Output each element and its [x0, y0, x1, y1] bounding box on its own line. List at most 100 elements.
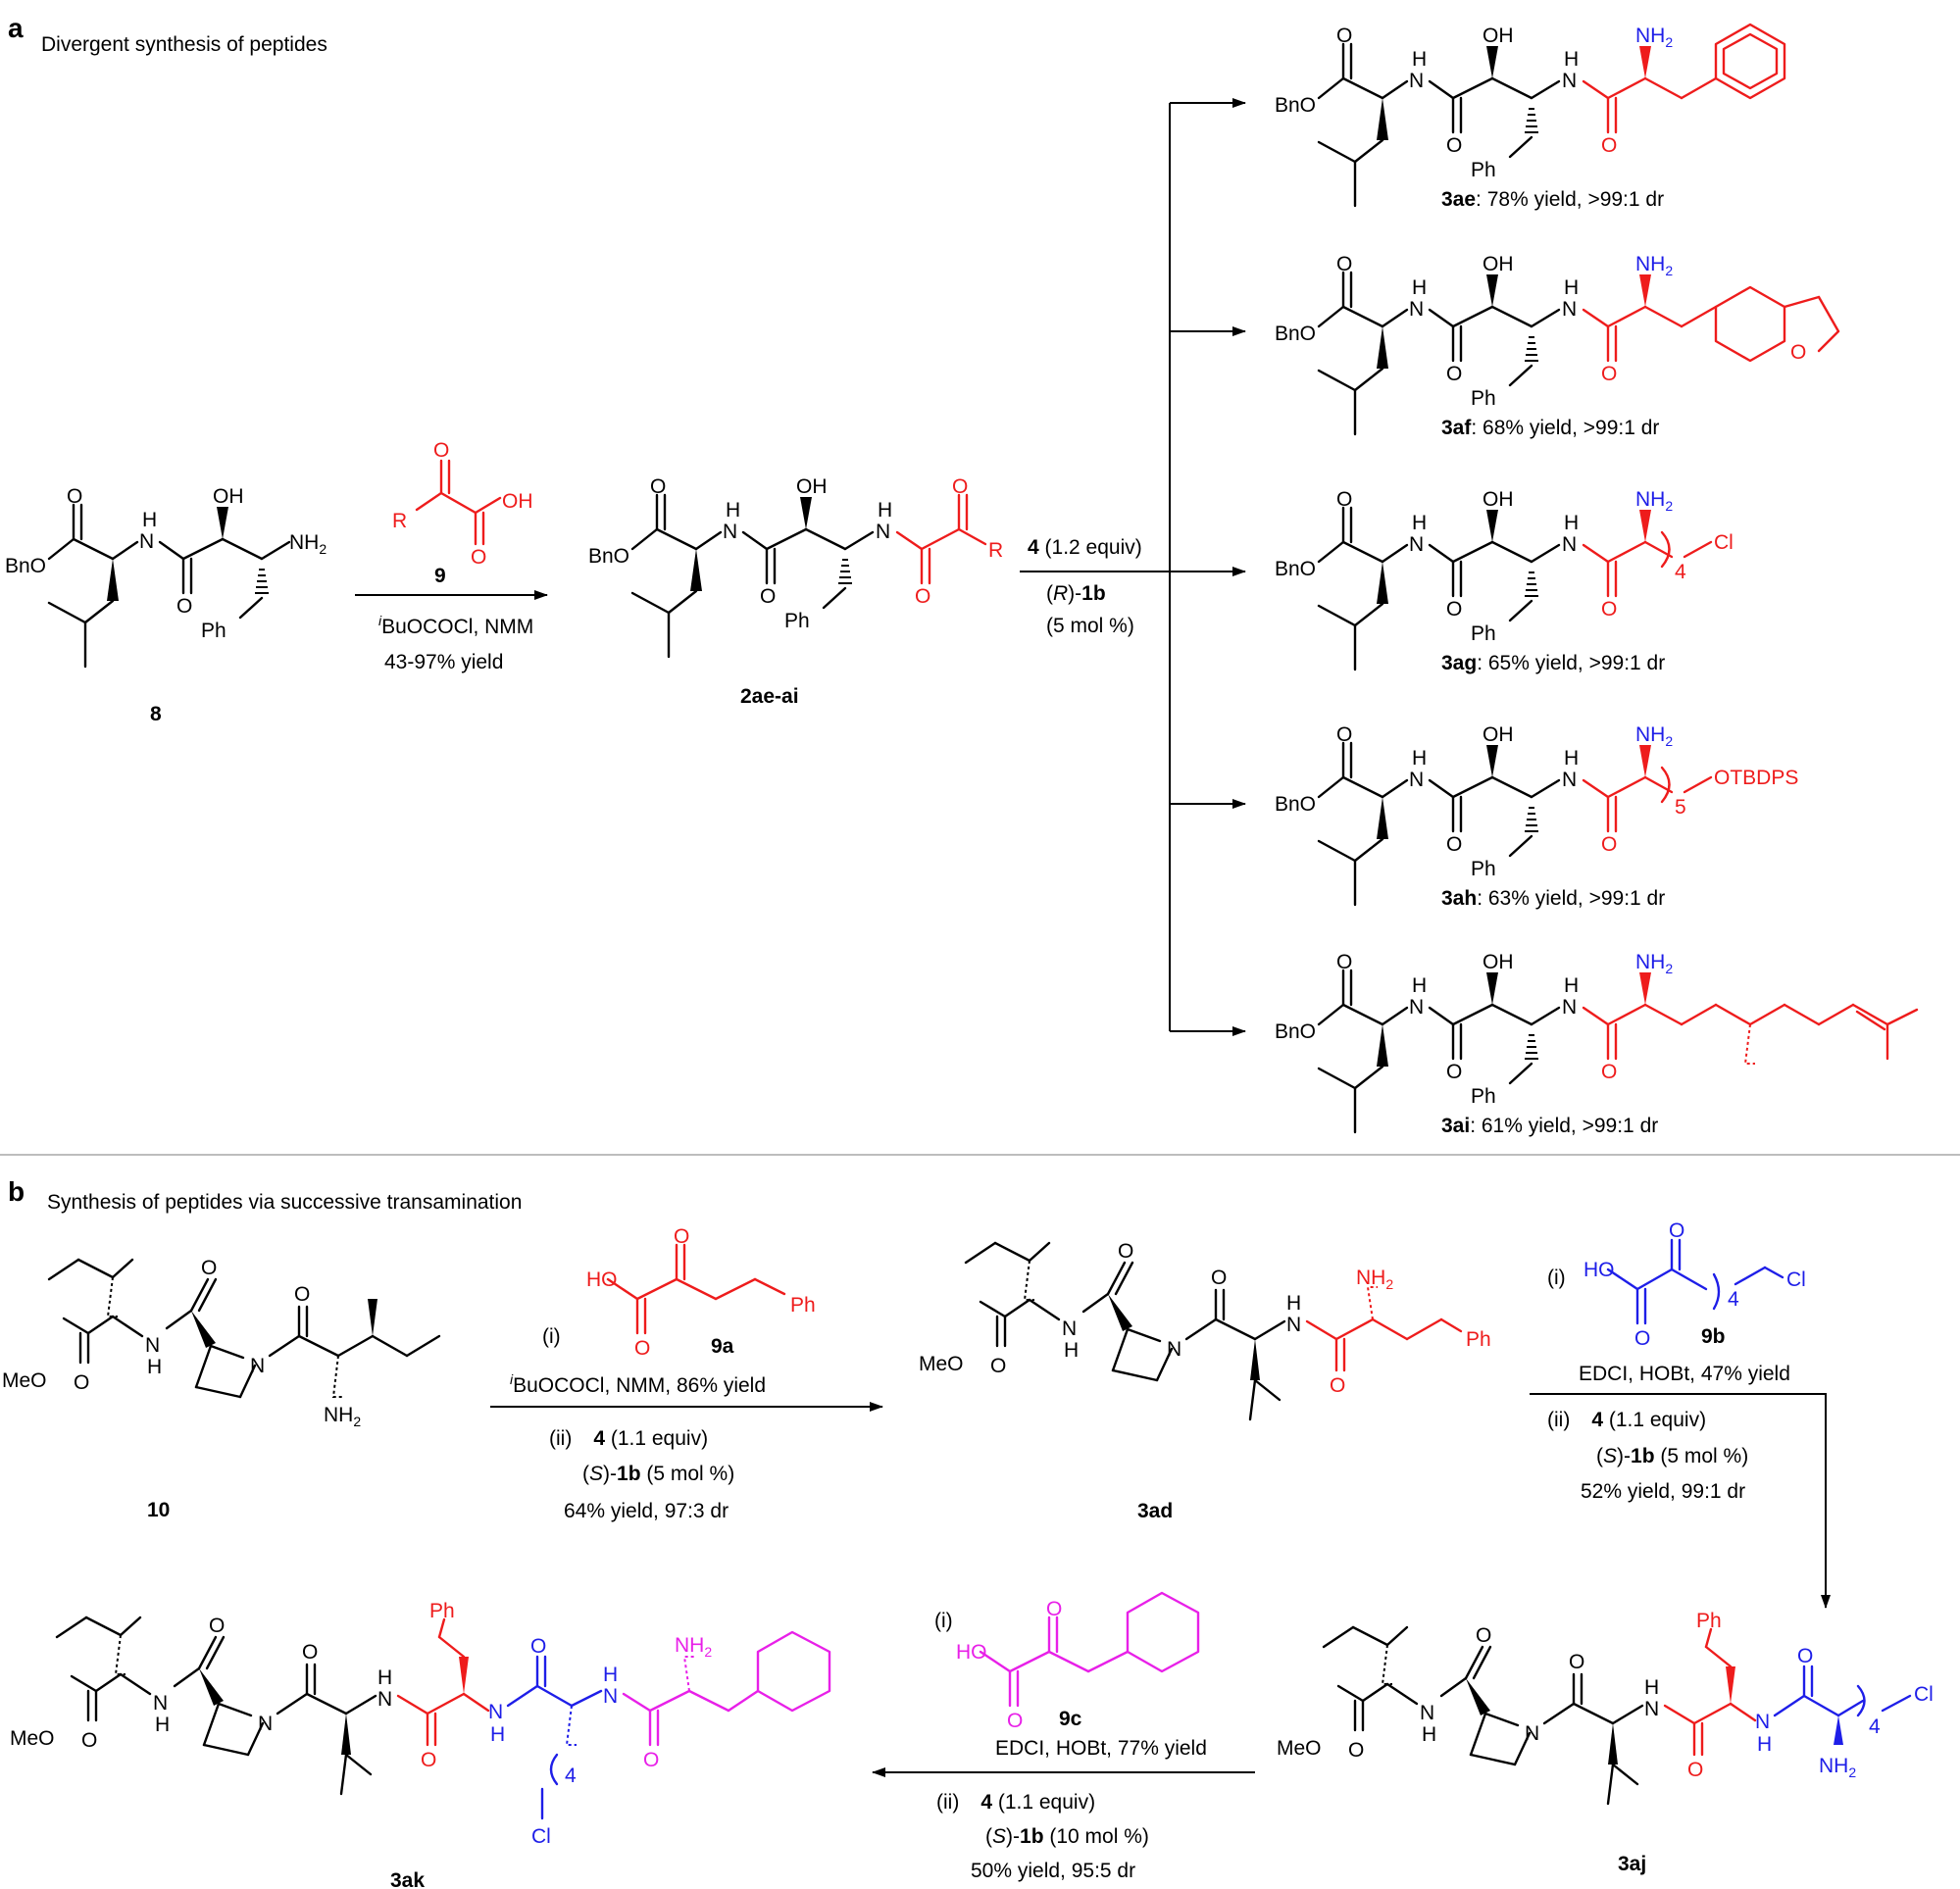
svg-text:2ae-ai: 2ae-ai — [740, 685, 799, 708]
svg-text:Ph: Ph — [790, 1294, 816, 1317]
svg-text:N: N — [1167, 1338, 1181, 1361]
svg-text:N: N — [723, 521, 737, 543]
svg-text:OTBDPS: OTBDPS — [1714, 767, 1798, 789]
svg-text:NH2: NH2 — [1635, 253, 1673, 278]
svg-text:9c: 9c — [1059, 1708, 1082, 1730]
svg-text:NH2: NH2 — [289, 531, 327, 557]
svg-text:Cl: Cl — [1714, 531, 1734, 554]
svg-text:N: N — [1286, 1314, 1301, 1336]
svg-text:Cl: Cl — [1786, 1268, 1806, 1291]
step-b1-conditions: iBuOCOCl, NMM, 86% yield — [510, 1371, 766, 1397]
svg-text:O: O — [634, 1337, 650, 1360]
step-b2-conditions: EDCI, HOBt, 47% yield — [1579, 1363, 1790, 1385]
svg-text:4: 4 — [1675, 561, 1686, 583]
svg-text:O: O — [1601, 598, 1617, 621]
compound-3aj: MeO O N H O N O H N O Ph N H O NH2 4 Cl … — [1277, 1610, 1934, 1875]
svg-text:HO: HO — [1583, 1259, 1615, 1281]
svg-text:O: O — [201, 1257, 217, 1279]
svg-text:N: N — [1409, 298, 1424, 321]
svg-text:O: O — [530, 1635, 546, 1658]
svg-text:O: O — [1446, 833, 1462, 856]
svg-text:H: H — [1757, 1733, 1772, 1756]
svg-text:NH2: NH2 — [1635, 488, 1673, 514]
step-b2-result: 52% yield, 99:1 dr — [1581, 1480, 1745, 1503]
svg-text:O: O — [1336, 951, 1352, 973]
svg-text:Ph: Ph — [201, 620, 226, 642]
svg-text:O: O — [81, 1729, 97, 1752]
svg-text:BnO: BnO — [1275, 94, 1316, 117]
compound-3ad: MeO O N H O N O H N O NH2 Ph 3ad — [919, 1240, 1491, 1522]
svg-text:O: O — [1336, 723, 1352, 746]
svg-text:O: O — [421, 1749, 436, 1771]
svg-text:9a: 9a — [711, 1335, 734, 1358]
svg-text:O: O — [1330, 1374, 1345, 1397]
panel-a-title: Divergent synthesis of peptides — [41, 33, 327, 56]
svg-text:N: N — [1562, 70, 1577, 92]
svg-text:Ph: Ph — [1696, 1610, 1722, 1632]
svg-text:O: O — [74, 1371, 89, 1394]
svg-text:(i): (i) — [934, 1610, 953, 1632]
step2-catalyst: (R)-1b — [1046, 582, 1106, 605]
step1-yield: 43-97% yield — [384, 651, 503, 673]
svg-text:N: N — [1409, 533, 1424, 556]
svg-text:NH2: NH2 — [1635, 723, 1673, 749]
svg-text:H: H — [490, 1723, 505, 1746]
svg-text:O: O — [433, 439, 449, 462]
svg-text:H: H — [155, 1714, 170, 1736]
svg-text:MeO: MeO — [1277, 1737, 1322, 1760]
svg-text:O: O — [643, 1749, 659, 1771]
svg-text:O: O — [1336, 253, 1352, 275]
svg-text:HO: HO — [956, 1641, 987, 1664]
svg-text:BnO: BnO — [1275, 558, 1316, 580]
svg-text:MeO: MeO — [919, 1353, 964, 1375]
svg-text:O: O — [1446, 598, 1462, 621]
svg-text:N: N — [1755, 1711, 1770, 1733]
svg-text:O: O — [1046, 1598, 1062, 1620]
svg-text:N: N — [1409, 996, 1424, 1019]
svg-text:O: O — [1446, 363, 1462, 385]
svg-text:3af: 68% yield, >99:1 dr: 3af: 68% yield, >99:1 dr — [1441, 417, 1659, 439]
svg-text:Ph: Ph — [1466, 1328, 1491, 1351]
svg-text:OH: OH — [1483, 951, 1514, 973]
svg-text:BnO: BnO — [588, 545, 629, 568]
svg-text:H: H — [377, 1666, 392, 1689]
svg-text:R: R — [988, 539, 1003, 562]
svg-text:O: O — [915, 585, 930, 608]
svg-text:O: O — [1601, 134, 1617, 157]
step-b2-catalyst: (S)-1b (5 mol %) — [1596, 1445, 1748, 1467]
svg-text:O: O — [1687, 1759, 1703, 1781]
svg-text:N: N — [1562, 298, 1577, 321]
svg-text:O: O — [294, 1283, 310, 1306]
svg-text:N: N — [1409, 769, 1424, 791]
svg-text:N: N — [1062, 1317, 1077, 1340]
svg-text:3ad: 3ad — [1137, 1500, 1173, 1522]
svg-text:MeO: MeO — [2, 1369, 47, 1392]
svg-text:H: H — [1644, 1676, 1659, 1699]
svg-text:NH2: NH2 — [1635, 25, 1673, 50]
compound-3ak: MeO O N H O N O H N O Ph N H O 4 Cl H N … — [10, 1600, 831, 1889]
step-b3-reagent: (ii)4 (1.1 equiv) — [936, 1791, 1095, 1814]
step-b2-reagent: (ii)4 (1.1 equiv) — [1547, 1409, 1706, 1431]
step-b1-catalyst: (S)-1b (5 mol %) — [582, 1463, 734, 1485]
svg-text:BnO: BnO — [1275, 1020, 1316, 1043]
step-b1-reagent: (ii)4 (1.1 equiv) — [549, 1427, 708, 1450]
svg-text:OH: OH — [1483, 488, 1514, 511]
svg-text:N: N — [488, 1701, 503, 1723]
svg-text:3ag: 65% yield, >99:1 dr: 3ag: 65% yield, >99:1 dr — [1441, 652, 1665, 674]
step-b1-result: 64% yield, 97:3 dr — [564, 1500, 729, 1522]
svg-text:Ph: Ph — [429, 1600, 455, 1622]
svg-text:O: O — [1797, 1645, 1813, 1667]
svg-text:H: H — [1564, 276, 1579, 299]
svg-text:9: 9 — [434, 565, 446, 587]
svg-text:N: N — [1562, 769, 1577, 791]
svg-text:Ph: Ph — [1471, 387, 1496, 410]
svg-text:H: H — [1286, 1292, 1301, 1315]
reagent-9c: HO O O (i) 9c — [934, 1591, 1200, 1732]
svg-text:H: H — [1412, 974, 1427, 997]
svg-text:OH: OH — [213, 485, 244, 508]
compound-8: BnO O H N OH NH2 O Ph 8 — [5, 485, 327, 725]
